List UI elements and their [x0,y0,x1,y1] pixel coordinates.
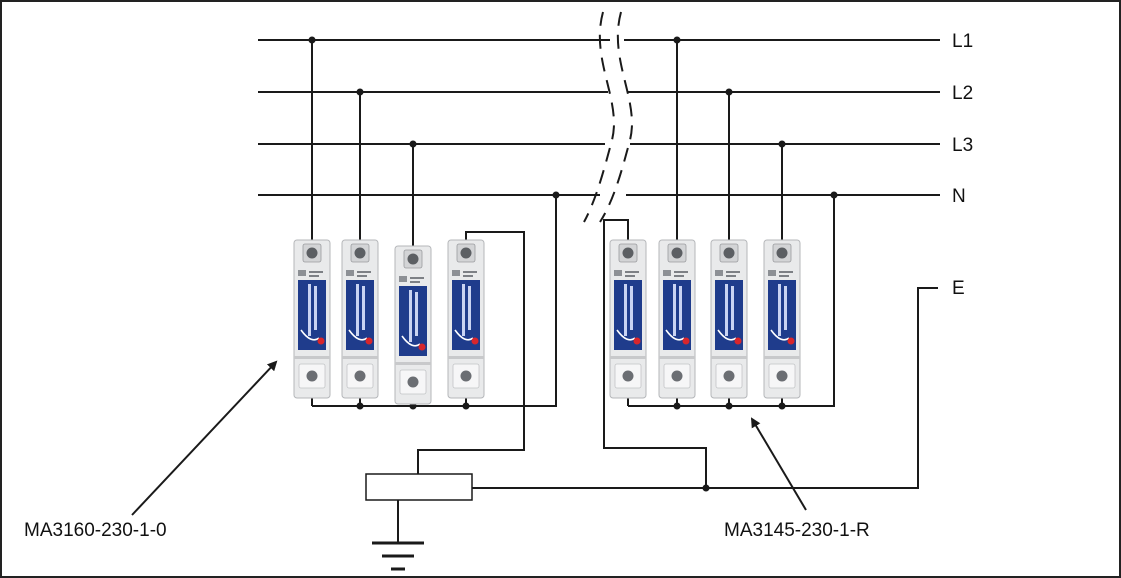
line-label-l2: L2 [952,83,973,104]
break-mark [583,11,633,223]
callout-arrow-right [750,417,807,511]
surge-protector-module-icon [293,239,331,399]
surge-protector-module-icon [763,239,801,399]
junctions [308,36,838,492]
earth-wiring [397,287,938,542]
line-label-l1: L1 [952,31,973,52]
surge-protector-module-icon [658,239,696,399]
callout-label-left: MA3160-230-1-0 [24,520,167,541]
callout-label-right: MA3145-230-1-R [724,520,870,541]
surge-protector-module-icon [710,239,748,399]
surge-protector-module-icon [341,239,379,399]
earth-ground-icon [372,541,424,571]
line-label-e: E [952,278,965,299]
right-drops [603,40,783,488]
line-label-n: N [952,186,966,207]
left-drops [311,40,525,474]
surge-protector-module-icon [609,239,647,399]
line-label-l3: L3 [952,135,973,156]
surge-protector-modules [293,239,801,405]
earth-terminal-bar [365,473,473,501]
surge-protector-module-icon [447,239,485,399]
callout-arrow-left [131,360,278,516]
surge-protector-module-icon [394,245,432,405]
